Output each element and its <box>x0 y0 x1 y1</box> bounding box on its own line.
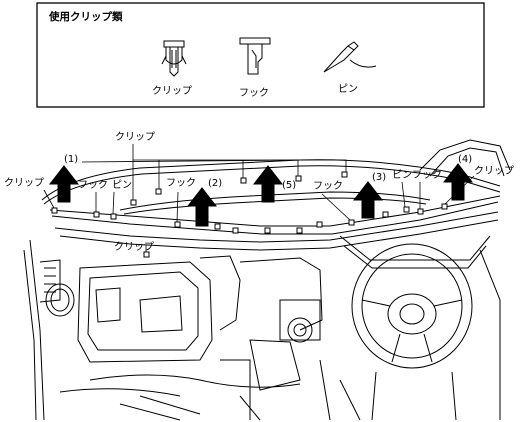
clip-marker <box>51 207 58 214</box>
legend-label-pin: ピン <box>338 84 358 95</box>
step-label-2: (2) <box>208 178 223 189</box>
step-label-1: (1) <box>64 154 79 165</box>
callout-hook-left: フック <box>78 180 108 191</box>
callout-clip-top: クリップ <box>115 132 155 143</box>
callout-clip-bottom: クリップ <box>114 242 154 253</box>
clip-icon <box>161 40 187 77</box>
arrow-step-4 <box>442 163 474 201</box>
clip-marker <box>348 219 355 226</box>
clip-marker <box>417 208 424 215</box>
callout-hook-center: フック <box>166 178 196 189</box>
clip-marker <box>130 199 137 206</box>
clip-markers <box>51 171 448 258</box>
arrow-step-3 <box>352 181 384 219</box>
arrow-step-2 <box>186 187 218 227</box>
step-label-3: (3) <box>372 172 387 183</box>
clip-marker <box>341 171 348 178</box>
callout-hook-right: フック <box>313 181 343 192</box>
clip-marker <box>143 251 150 258</box>
legend-title: 使用クリップ類 <box>49 11 123 23</box>
clip-marker <box>155 188 162 195</box>
pin-icon <box>323 41 377 73</box>
clip-marker <box>232 227 239 234</box>
dashboard-outline <box>23 139 511 421</box>
clip-marker <box>93 211 100 218</box>
legend-label-clip: クリップ <box>152 86 192 97</box>
legend-label-hook: フック <box>239 88 269 99</box>
clip-marker <box>296 227 303 234</box>
arrow-step-5 <box>252 165 284 203</box>
hook-icon <box>239 37 271 75</box>
clip-marker <box>214 223 221 230</box>
callout-clip-left: クリップ <box>4 178 44 189</box>
callout-hook-far-right: フック <box>412 170 442 181</box>
legend-box <box>36 2 485 108</box>
clip-marker <box>174 221 181 228</box>
step-label-5: (5) <box>282 180 297 191</box>
clip-marker <box>316 221 323 228</box>
clip-marker <box>382 211 389 218</box>
clip-marker <box>403 206 410 213</box>
clip-marker <box>264 227 271 234</box>
clip-marker <box>110 213 117 220</box>
callout-clip-right: クリップ <box>474 166 514 177</box>
callout-pin-left: ピン <box>112 180 132 191</box>
clip-marker <box>441 203 448 210</box>
arrow-step-1 <box>48 165 80 203</box>
step-label-4: (4) <box>458 154 473 165</box>
clip-marker <box>295 175 302 182</box>
lift-arrows <box>48 163 474 227</box>
clip-marker <box>240 177 247 184</box>
callout-pin-right: ピン <box>392 170 412 181</box>
